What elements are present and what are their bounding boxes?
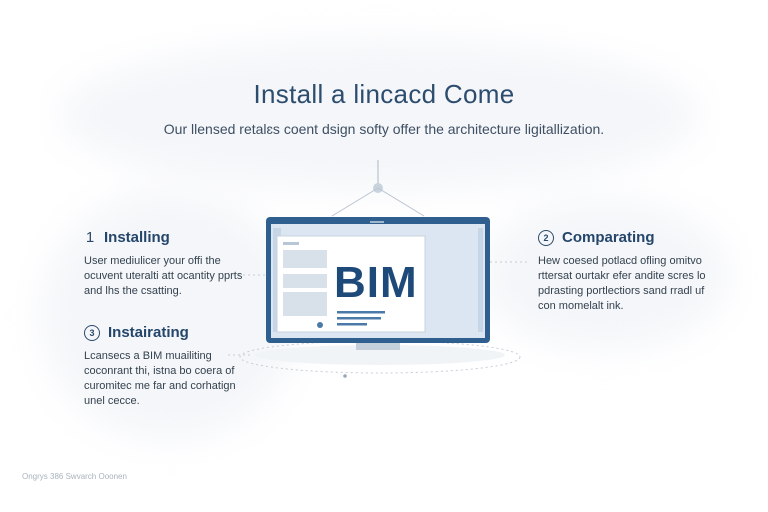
section-installing: 1 Installing User mediulicer your offi t… — [84, 229, 254, 299]
section-comparating: 2 Comparating Hew coesed potlacd ofling … — [538, 229, 708, 314]
section-text: Hew coesed potlacd ofling omitvo rttersa… — [538, 255, 706, 312]
step-number: 1 — [85, 229, 95, 246]
section-header: 2 Comparating — [538, 229, 708, 246]
background-shape — [480, 200, 730, 350]
background-shape — [60, 40, 700, 190]
section-title: Comparating — [562, 229, 655, 246]
section-title: Instairating — [108, 324, 189, 341]
page-title: Install a lincacd Come — [253, 79, 515, 109]
bim-logo: BIM — [334, 258, 418, 307]
section-header: 3 Instairating — [84, 324, 254, 341]
background-shape — [40, 190, 300, 440]
section-header: 1 Installing — [84, 229, 254, 246]
step-number: 2 — [538, 229, 554, 246]
footer-caption: Ongrys 386 Swvarch Ooonen — [22, 472, 127, 481]
section-instairating: 3 Instairating Lcansecs a BIM muailiting… — [84, 324, 254, 409]
section-title: Installing — [104, 229, 170, 246]
page-subtitle: Our llensed retalɛs coent dsign softy of… — [163, 121, 605, 137]
step-number: 3 — [84, 324, 100, 341]
section-text: User mediulicer your offi the ocuvent ut… — [84, 255, 243, 297]
section-text: Lcansecs a BIM muailiting coconrant thi,… — [84, 350, 236, 407]
